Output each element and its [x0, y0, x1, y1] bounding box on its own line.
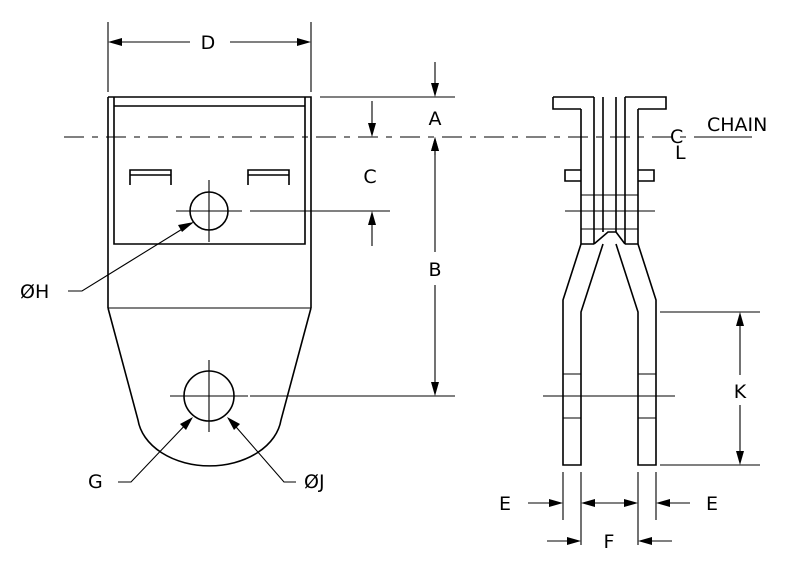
- label-g: G: [88, 471, 103, 493]
- lower-ear-outline: [107, 307, 312, 467]
- dimension-e-right: E: [637, 472, 718, 545]
- dimension-e-left: E: [499, 472, 582, 545]
- label-f: F: [604, 531, 615, 553]
- callout-h: ØH: [20, 222, 194, 303]
- top-flange-edge: [113, 97, 306, 245]
- slot-left: [129, 169, 172, 185]
- hole-j-centerline: [170, 360, 248, 432]
- callout-j: ØJ: [227, 417, 325, 493]
- label-e-right: E: [706, 493, 718, 515]
- side-top-flanges: [552, 96, 667, 110]
- side-hole-j-centerline: [543, 373, 675, 419]
- callout-g: G: [88, 417, 193, 493]
- dimension-b: B: [250, 137, 455, 397]
- label-k: K: [734, 381, 747, 403]
- label-h: ØH: [20, 281, 49, 303]
- label-cl-c: C: [670, 126, 683, 148]
- label-e-left: E: [499, 493, 511, 515]
- label-cl-l: L: [675, 142, 686, 164]
- label-d: D: [201, 32, 216, 54]
- dimension-f: F: [547, 499, 672, 553]
- chain-centerline-label: C L CHAIN: [670, 114, 767, 164]
- side-view: [543, 96, 675, 466]
- label-a: A: [429, 108, 442, 130]
- front-view: [107, 96, 312, 467]
- dimension-d: D: [107, 22, 312, 92]
- label-b: B: [428, 259, 441, 281]
- hole-h-centerline: [176, 180, 242, 242]
- side-upper-plates: [580, 97, 639, 244]
- label-c: C: [363, 166, 376, 188]
- side-bent-legs: [562, 231, 657, 466]
- side-hole-h-centerline: [565, 194, 655, 230]
- label-chain: CHAIN: [707, 114, 767, 136]
- side-tabs: [564, 169, 655, 182]
- slot-right: [247, 169, 290, 185]
- dimension-c: C: [250, 101, 390, 246]
- front-view-outline: [107, 96, 312, 308]
- label-j: ØJ: [304, 471, 325, 493]
- dimension-k: K: [660, 311, 760, 466]
